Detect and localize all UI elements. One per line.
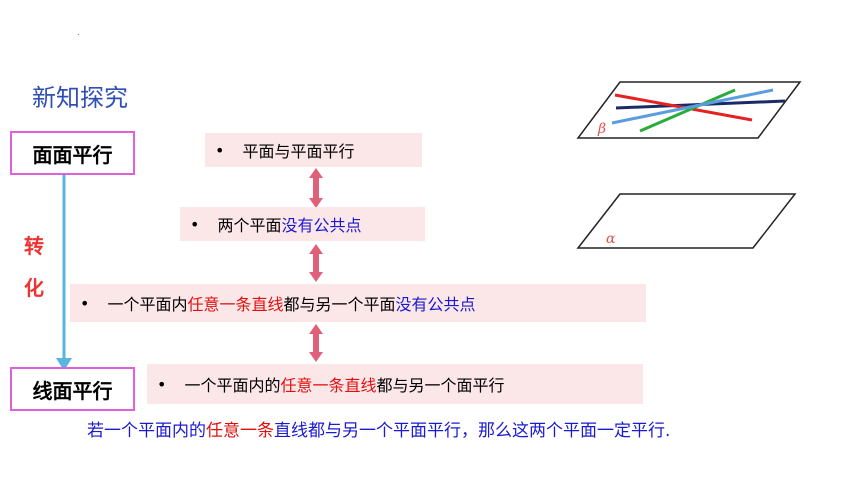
convert-char-1: 转	[24, 234, 44, 258]
row-1-text: 平面与平面平行	[242, 142, 355, 161]
decorative-dot: .	[77, 28, 80, 37]
statement-row-1: • 平面与平面平行	[205, 133, 422, 167]
row-2-text-b: 没有公共点	[281, 216, 362, 235]
bullet: •	[80, 293, 90, 313]
row-3-text-a: 一个平面内	[107, 295, 188, 314]
double-arrow-1	[309, 168, 323, 208]
plane-beta	[576, 81, 802, 139]
line-lightblue	[611, 88, 774, 125]
label-line-face-parallel-text: 线面平行	[32, 378, 113, 403]
statement-row-2: • 两个平面没有公共点	[180, 207, 425, 241]
row-3-text-b: 任意一条直线	[187, 295, 284, 314]
row-4-text-a: 一个平面内的	[184, 376, 281, 395]
statement-row-4: • 一个平面内的任意一条直线都与另一个面平行	[147, 364, 643, 404]
label-line-face-parallel: 线面平行	[10, 367, 135, 411]
row-2-text-a: 两个平面	[217, 216, 282, 235]
flow-arrow-head	[56, 358, 72, 371]
plane-alpha	[576, 193, 797, 249]
label-face-parallel-text: 面面平行	[32, 142, 113, 167]
statement-row-3: • 一个平面内任意一条直线都与另一个平面没有公共点	[70, 284, 646, 322]
conclusion-part-1: 若一个平面内的	[87, 421, 206, 441]
bullet: •	[157, 374, 167, 394]
conclusion-statement: 若一个平面内的任意一条直线都与另一个平面平行，那么这两个平面一定平行.	[87, 416, 670, 441]
row-3-text-d: 没有公共点	[395, 295, 476, 314]
row-4-text-c: 都与另一个面平行	[376, 376, 505, 395]
plane-alpha-label: α	[606, 231, 616, 247]
double-arrow-2	[309, 244, 323, 282]
label-face-parallel: 面面平行	[10, 131, 135, 175]
bullet: •	[190, 214, 200, 234]
page-title: 新知探究	[32, 84, 128, 112]
row-4-text-b: 任意一条直线	[280, 376, 377, 395]
convert-char-2: 化	[24, 276, 44, 300]
conclusion-part-3: 直线都与另一个平面平行，那么这两个平面一定平行.	[274, 421, 671, 441]
plane-beta-label: β	[597, 121, 606, 137]
row-3-text-c: 都与另一个平面	[283, 295, 396, 314]
line-green	[639, 88, 736, 133]
bullet: •	[215, 140, 225, 160]
conclusion-part-2: 任意一条	[206, 421, 274, 441]
double-arrow-3	[309, 324, 323, 362]
